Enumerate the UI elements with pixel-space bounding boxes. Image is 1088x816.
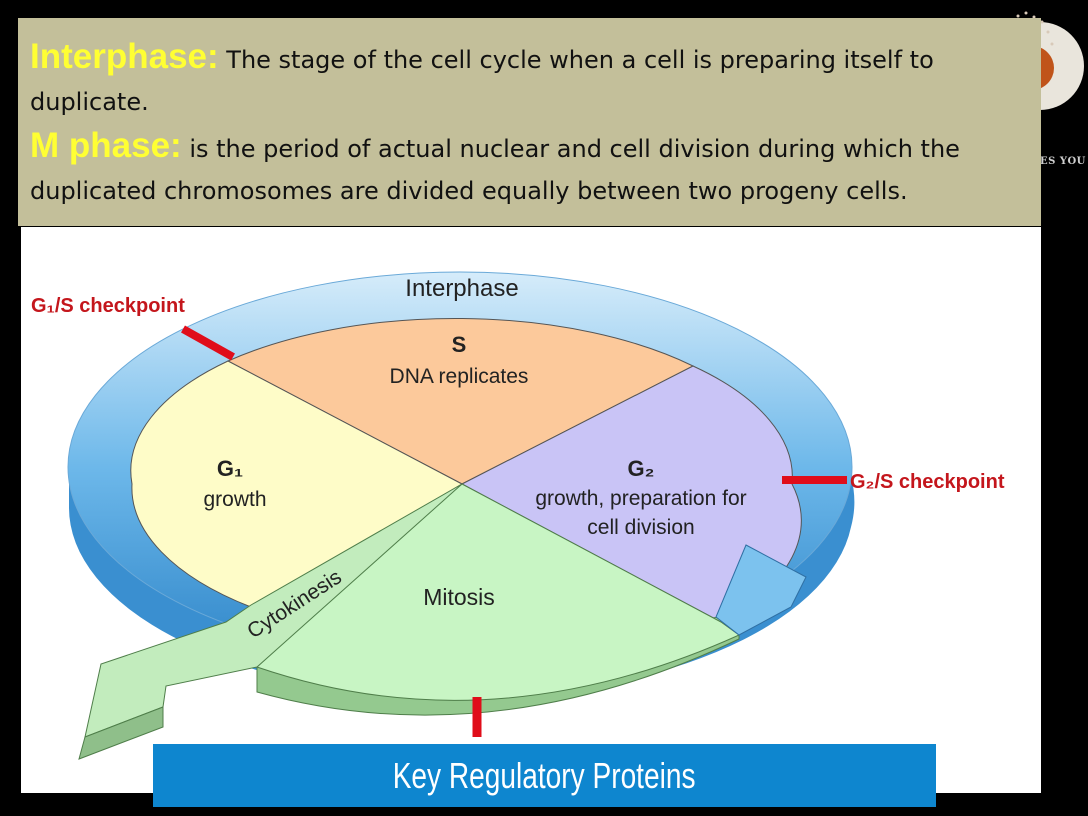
cell-cycle-diagram: Interphase G₁/S checkpoint G₂/S checkpoi… [21, 227, 1041, 793]
definitions-box: Interphase: The stage of the cell cycle … [18, 18, 1041, 226]
caption-title: Key Regulatory Proteins [393, 754, 696, 796]
term-interphase: Interphase: [30, 37, 219, 76]
g2-phase-desc-line1: growth, preparation for [535, 487, 746, 510]
ring-label-interphase: Interphase [405, 275, 518, 302]
g1s-checkpoint-mark [181, 325, 235, 361]
cytokinesis-arrow-side [78, 706, 164, 760]
g1-phase-desc: growth [203, 488, 266, 511]
mitosis-wedge [256, 483, 740, 701]
term-m-phase: M phase: [30, 126, 182, 165]
definition-interphase-text: The stage of the cell cycle when a cell … [30, 46, 934, 116]
s-phase-title: S [452, 332, 467, 357]
s-phase-wedge [226, 317, 695, 485]
s-phase-desc: DNA replicates [390, 365, 529, 388]
g1-phase-wedge [130, 360, 464, 608]
definition-m-phase-text: is the period of actual nuclear and cell… [30, 135, 960, 205]
g1-phase-title: G₁ [217, 456, 243, 481]
g2-phase-desc-line2: cell division [587, 516, 694, 539]
definition-m-phase: M phase: is the period of actual nuclear… [30, 125, 1027, 212]
logo-tagline: ES YOU [1040, 156, 1086, 167]
g1s-checkpoint-label: G₁/S checkpoint [31, 295, 185, 317]
definition-interphase: Interphase: The stage of the cell cycle … [30, 36, 1027, 123]
ring-arrowhead [715, 544, 807, 636]
caption-bar: Key Regulatory Proteins [153, 744, 936, 807]
g2s-checkpoint-label: G₂/S checkpoint [850, 471, 1005, 493]
g2-phase-title: G₂ [628, 456, 655, 481]
mitosis-label: Mitosis [423, 584, 495, 610]
